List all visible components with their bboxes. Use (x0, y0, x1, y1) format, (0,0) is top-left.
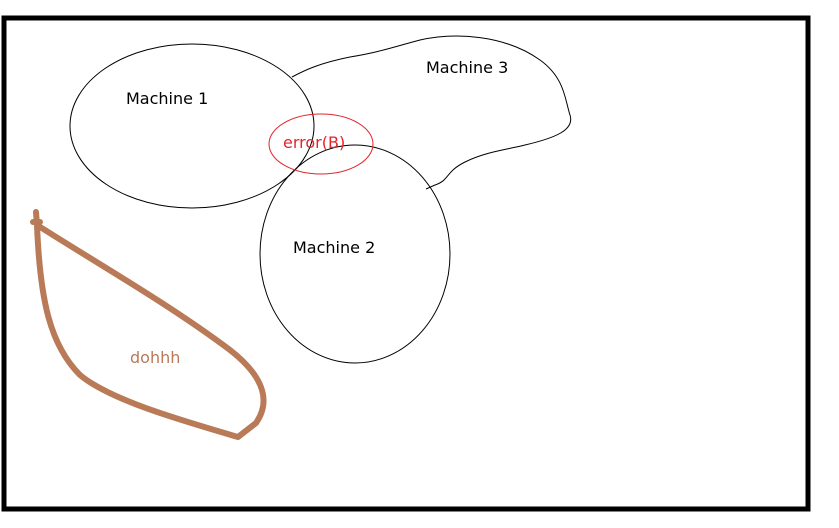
machine-1-ellipse (69, 43, 315, 209)
machine-2-ellipse (259, 144, 451, 364)
dohhh-shape (30, 209, 267, 440)
error-ellipse (268, 113, 374, 175)
frame-border (1, 15, 811, 512)
dohhh-label: dohhh (130, 348, 180, 367)
machine-3-shape (291, 35, 572, 190)
machine-2-label: Machine 2 (293, 238, 375, 257)
machine-1-label: Machine 1 (126, 89, 208, 108)
error-label: error(B) (283, 133, 345, 152)
machine-3-label: Machine 3 (426, 58, 508, 77)
